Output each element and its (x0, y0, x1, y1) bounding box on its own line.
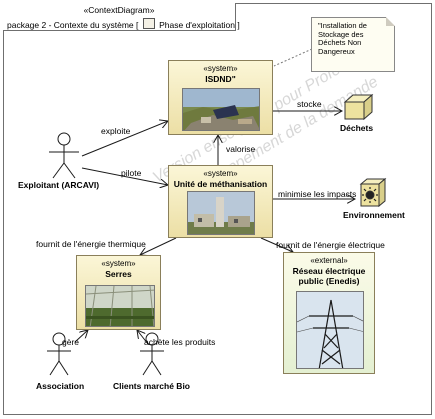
pylon-image (297, 292, 363, 368)
block-methanisation[interactable]: «system» Unité de méthanisation (168, 165, 273, 238)
diagram-title-suffix: ] (237, 20, 240, 30)
block-isdnd-stereotype: «system» (203, 64, 238, 73)
note-fold (386, 17, 395, 26)
actor-association-label: Association (36, 381, 85, 391)
diagram-stereotype: «ContextDiagram» (83, 5, 155, 15)
edge-gere (74, 330, 88, 343)
block-serres[interactable]: «system» Serres (76, 255, 161, 330)
block-reseau-electrique[interactable]: «external» Réseau électrique public (Ene… (283, 252, 375, 374)
label-stocke: stocke (297, 99, 322, 109)
dechets-label: Déchets (340, 123, 374, 133)
label-electrique: fournit de l'énergie électrique (276, 240, 385, 250)
label-thermique: fournit de l'énergie thermique (36, 239, 146, 249)
block-isdnd-name: ISDND" (205, 74, 236, 84)
methanisation-image (188, 192, 254, 234)
landfill-image (183, 89, 259, 130)
diagram-title-name: Phase d'exploitation (159, 20, 235, 30)
block-reseau-stereotype: «external» (310, 256, 348, 265)
block-serres-stereotype: «system» (101, 259, 136, 268)
actor-exploitant-figure (49, 132, 79, 179)
diagram-title: package 2 - Contexte du système [ Phase … (7, 18, 240, 30)
edge-thermique (140, 237, 177, 255)
actor-clients-figure (140, 332, 164, 376)
block-methanisation-stereotype: «system» (203, 169, 238, 178)
environnement-label: Environnement (343, 210, 405, 220)
edge-electrique (260, 237, 293, 252)
label-achete: achète les produits (144, 337, 216, 347)
pylon-photo (296, 291, 364, 369)
methanisation-photo (187, 191, 255, 235)
note-text: "Installation de Stockage des Déchets No… (318, 21, 367, 56)
note-isdnd: "Installation de Stockage des Déchets No… (311, 17, 395, 72)
actor-association-figure (47, 332, 71, 376)
label-exploite: exploite (101, 126, 131, 136)
block-isdnd[interactable]: «system» ISDND" (168, 60, 273, 135)
diagram-title-prefix: package 2 - Contexte du système [ (7, 20, 139, 30)
label-minimise: minimise les impacts (278, 189, 357, 199)
edge-exploite (81, 121, 168, 157)
label-pilote: pilote (121, 168, 142, 178)
environnement-sun-icon (359, 177, 387, 208)
diagram-header-tab: «ContextDiagram» package 2 - Contexte du… (3, 3, 240, 31)
block-methanisation-name: Unité de méthanisation (173, 179, 268, 189)
note-anchor (273, 48, 313, 67)
block-reseau-name: Réseau électrique public (Enedis) (292, 266, 366, 286)
label-gere: gère (62, 337, 80, 347)
edge-pilote (81, 167, 168, 185)
actor-clients-label: Clients marché Bio (113, 381, 190, 391)
label-valorise: valorise (226, 144, 256, 154)
serres-photo (85, 285, 155, 327)
actor-exploitant-label: Exploitant (ARCAVI) (18, 180, 100, 190)
diagram-icon (142, 18, 155, 29)
dechets-cube-icon (343, 93, 374, 121)
landfill-photo (182, 88, 260, 131)
serres-image (86, 286, 154, 326)
block-serres-name: Serres (105, 269, 132, 279)
